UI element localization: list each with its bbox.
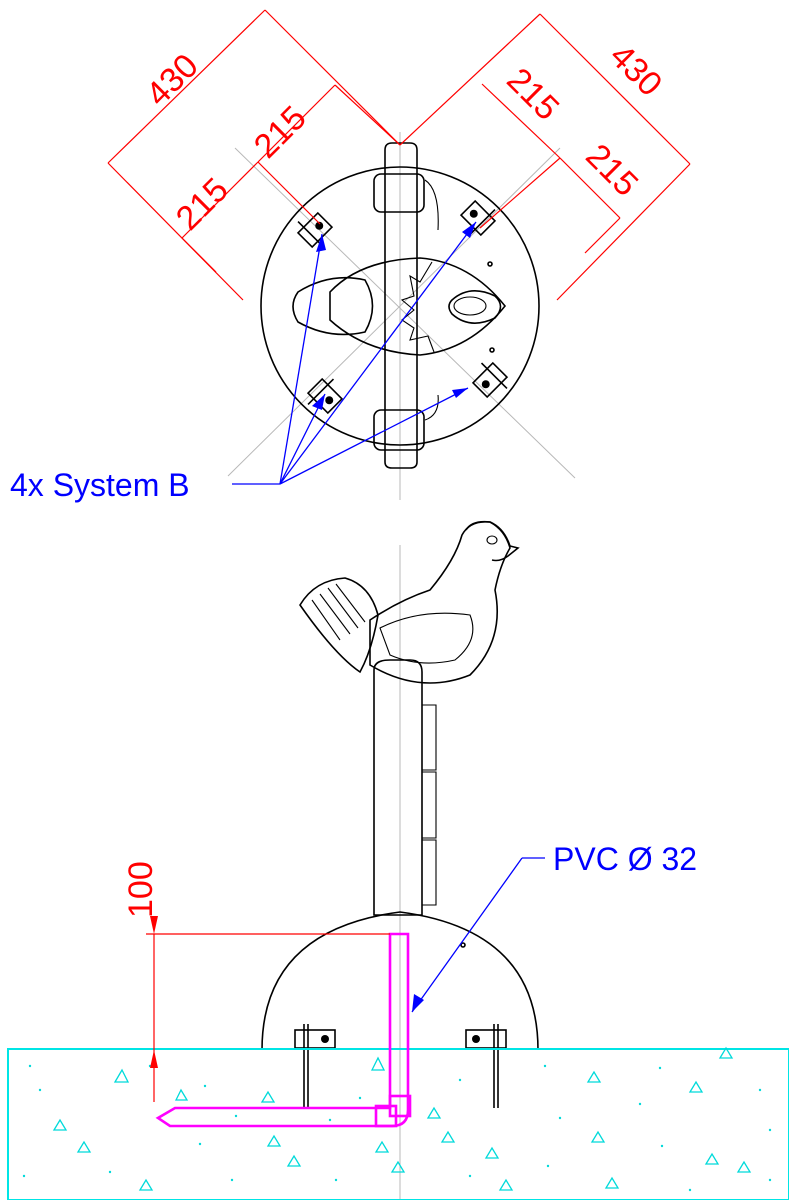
centerline-diag-1: [234, 147, 576, 479]
chicken-tail-side: [299, 577, 379, 674]
dim-215-right-upper: 215: [499, 61, 566, 128]
anchor-side-left: [294, 1024, 336, 1108]
post-side: [373, 659, 423, 916]
centerline-diag-2: [227, 147, 561, 477]
base-plate-circle: [260, 166, 540, 446]
dim-215-left-lower: 215: [169, 171, 236, 238]
chicken-tail-feathers: [311, 583, 366, 641]
post-bar: [384, 142, 418, 469]
side-view: 100 PVC Ø 32: [7, 520, 789, 1200]
anchor-bracket-lower-right: [471, 361, 509, 399]
chicken-head-side: [465, 520, 520, 562]
anchor-bracket-upper-left: [296, 211, 334, 249]
post-edge-right: [424, 179, 439, 421]
dim-430-left: 430: [139, 47, 206, 114]
anchor-leader-lines: [232, 221, 477, 485]
dim-215-left-upper: 215: [247, 99, 314, 166]
pipe-leader: [411, 857, 545, 1013]
dim-430-right: 430: [602, 37, 669, 104]
chicken-eye: [486, 535, 498, 545]
anchor-label: 4x System B: [10, 467, 190, 503]
post-segments: [422, 704, 437, 906]
dim-100: 100: [122, 861, 160, 918]
chicken-wing-side: [379, 612, 474, 664]
foundation-concrete: [7, 1048, 789, 1200]
chicken-head-top: [448, 290, 502, 324]
chicken-wing-zigzag: [400, 261, 435, 353]
dim-215-right-lower: 215: [578, 137, 645, 204]
dimension-lines-left: [107, 9, 401, 301]
concrete-hatch: [52, 1046, 752, 1191]
base-dome: [261, 911, 539, 1051]
base-hole: [460, 942, 466, 948]
handle-top: [373, 173, 425, 213]
pipe-label: PVC Ø 32: [553, 841, 697, 877]
chicken-comb-top: [453, 296, 487, 316]
handle-bottom: [373, 409, 425, 451]
pvc-pipe: [155, 932, 412, 1128]
chicken-tail-top: [292, 276, 374, 336]
top-view: 430 215 215 430 215 215 4x System B: [10, 9, 691, 503]
height-dimension: [146, 916, 390, 1102]
anchor-bracket-upper-right: [459, 199, 497, 237]
hole-2: [489, 347, 495, 353]
hole-1: [487, 261, 493, 267]
anchor-side-right: [465, 1024, 507, 1108]
dimension-lines-right: [399, 13, 691, 301]
chicken-body-side: [369, 520, 511, 684]
